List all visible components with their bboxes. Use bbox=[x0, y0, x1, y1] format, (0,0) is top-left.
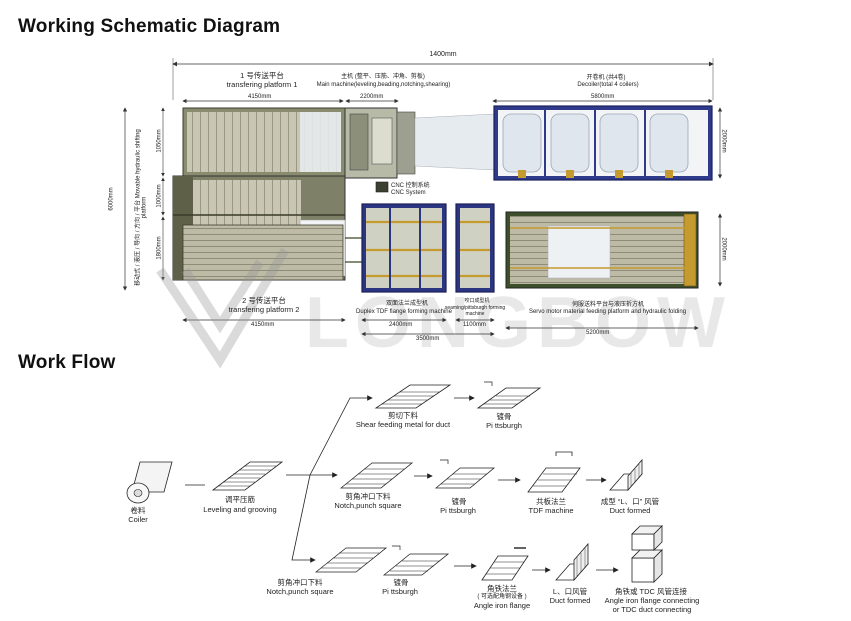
duct-mid-label-cn: 成型 “L、口” 风管 bbox=[600, 497, 660, 506]
notch-bot-label-en: Notch,punch square bbox=[266, 587, 334, 596]
angle-bot-label-en: Angle iron flange bbox=[473, 601, 531, 610]
pittsburgh-mid-icon bbox=[434, 459, 496, 489]
pitts-mid-label-cn: 镀骨 bbox=[451, 497, 467, 506]
main-machine bbox=[344, 107, 416, 179]
duct-bot-label-cn: L、口风管 bbox=[552, 587, 588, 596]
tdf-dim: 2400mm bbox=[389, 322, 413, 328]
decoiler-label-cn: 开卷机 (共4卷) bbox=[586, 75, 626, 81]
seaming-machine bbox=[455, 203, 495, 293]
servo-dim: 5200mm bbox=[586, 330, 610, 336]
cnc-label-cn: CNC 控制系统 bbox=[391, 183, 430, 189]
longbow-watermark-logo bbox=[156, 247, 289, 369]
tdf-mid-label-cn: 共板法兰 bbox=[536, 497, 566, 506]
duct-mid-label-en: Duct formed bbox=[609, 506, 651, 515]
guide-rails bbox=[345, 237, 362, 263]
seam-dim: 1100mm bbox=[463, 322, 486, 328]
workflow-title: Work Flow bbox=[18, 352, 116, 373]
connect-bot-label-cn: 角铁或 TDC 风管连接 bbox=[614, 587, 688, 596]
servo-label-cn: 伺服送料平台与液压折方机 bbox=[571, 302, 644, 308]
branch-lines bbox=[291, 395, 373, 563]
connect-bot-label-en: Angle iron flange connecting or TDC duct… bbox=[604, 596, 700, 614]
tdf-sheet-mid-icon bbox=[527, 451, 581, 493]
notch-mid-label-en: Notch,punch square bbox=[334, 501, 402, 510]
transfering-platform-1 bbox=[182, 107, 346, 177]
connected-duct-icon bbox=[631, 525, 663, 583]
angle-iron-sheet-bot-icon bbox=[481, 547, 529, 581]
shear-label-cn: 剪切下料 bbox=[388, 411, 418, 420]
platform1-label-en: transfering platform 1 bbox=[226, 80, 298, 89]
angle-bot-label-cn: 角铁法兰 bbox=[487, 584, 517, 593]
notch-sheet-bot-icon bbox=[314, 547, 388, 573]
coiler-label-cn: 卷料 bbox=[130, 506, 146, 515]
tdf-mid-label-en: TDF machine bbox=[528, 506, 574, 515]
platform2-label-cn: 2 号传送平台 bbox=[242, 296, 286, 305]
tdf-machine bbox=[361, 203, 447, 293]
decoiler bbox=[493, 105, 713, 181]
notch-sheet-mid-icon bbox=[339, 462, 414, 489]
tdf-label-en: Duplex TDF flange forming machine bbox=[356, 309, 452, 315]
main-machine-label-cn: 主机 (整平、压筋、冲角、剪板) bbox=[341, 74, 425, 80]
pittsburgh-bot-icon bbox=[382, 545, 450, 576]
main-machine-dim: 2200mm bbox=[360, 94, 384, 100]
cnc-cabinet bbox=[375, 181, 389, 193]
duct-formed-mid-icon bbox=[609, 458, 643, 492]
servo-feeding-platform bbox=[505, 211, 699, 289]
leveled-sheet-icon bbox=[211, 461, 284, 491]
overall-dimension-line bbox=[172, 58, 714, 100]
platform2-label-en: transfering platform 2 bbox=[228, 305, 300, 314]
schematic-title: Working Schematic Diagram bbox=[18, 16, 281, 37]
pitts-bot-label-cn: 镀骨 bbox=[393, 578, 409, 587]
notch-bot-label-cn: 剪角冲口下料 bbox=[277, 578, 323, 587]
pittsburgh-top-icon bbox=[476, 381, 542, 409]
platform1-label-cn: 1 号传送平台 bbox=[240, 71, 284, 80]
seam-label-cn: 咬口成型机 bbox=[464, 298, 490, 304]
notch-mid-label-cn: 剪角冲口下料 bbox=[345, 492, 391, 501]
shear-sheet-icon bbox=[374, 384, 452, 409]
pitts-bot-label-en: Pi ttsburgh bbox=[382, 587, 418, 596]
combined-dim: 3500mm bbox=[416, 336, 440, 342]
pitts-top-label-en: Pi ttsburgh bbox=[486, 421, 522, 430]
platform1-dim: 4150mm bbox=[248, 94, 272, 100]
transfering-platform-2 bbox=[182, 224, 344, 281]
cnc-label-en: CNC System bbox=[391, 190, 426, 196]
overall-dim-label: 1400mm bbox=[429, 51, 457, 58]
decoiler-dim: 5800mm bbox=[591, 94, 615, 100]
servo-label-en: Servo motor material feeding platform an… bbox=[528, 309, 687, 315]
duct-formed-bot-icon bbox=[555, 542, 589, 582]
angle-bot-note: ( 可选配角钢设备 ) bbox=[477, 594, 527, 600]
seam-label-en: seaming/pittsburgh forming machine bbox=[444, 305, 506, 317]
duct-bot-label-en: Duct formed bbox=[549, 596, 591, 605]
coil-roll bbox=[126, 461, 173, 504]
longbow-watermark-text: LONGBOW bbox=[305, 283, 731, 363]
platform2-dim: 4150mm bbox=[251, 322, 275, 328]
decoiler-label-en: Decoiler(total 4 coilers) bbox=[577, 82, 639, 88]
pitts-top-label-cn: 镀骨 bbox=[496, 412, 512, 421]
shear-label-en: Shear feeding metal for duct bbox=[355, 420, 451, 429]
main-machine-label-en: Main machine(leveling,beading,notching,s… bbox=[316, 82, 451, 88]
coiler-label-en: Coiler bbox=[128, 515, 148, 524]
pitts-mid-label-en: Pi ttsburgh bbox=[440, 506, 476, 515]
tdf-label-cn: 双面法兰成型机 bbox=[385, 301, 428, 307]
leveling-label-en: Leveling and grooving bbox=[203, 505, 277, 514]
leveling-label-cn: 调平压筋 bbox=[225, 495, 255, 504]
